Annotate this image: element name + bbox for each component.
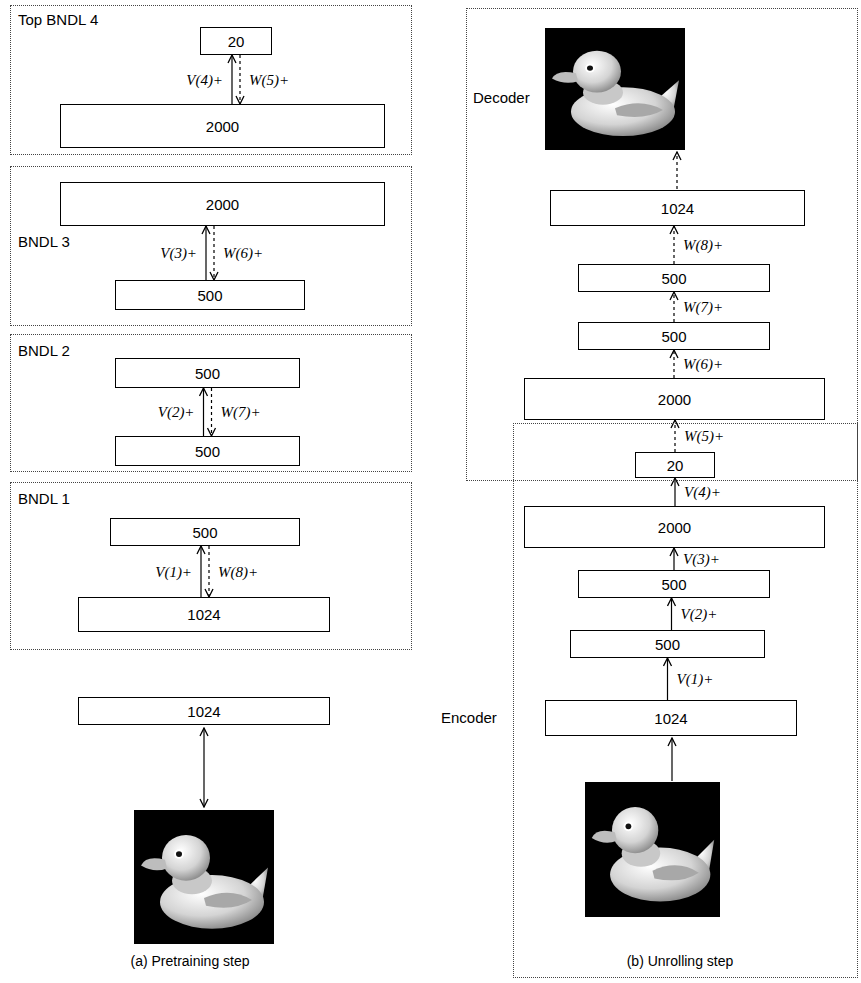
decode-arrow (211, 388, 212, 436)
layer-size: 20 (228, 33, 245, 50)
layer-box: 2000 (60, 182, 385, 226)
layer-size: 1024 (654, 710, 687, 727)
weight-label: V(4)+ (186, 72, 223, 88)
decode-arrow (674, 420, 675, 452)
layer-size: 500 (661, 576, 686, 593)
weight-label: V(1)+ (155, 564, 192, 580)
group-label: Encoder (441, 709, 497, 726)
decode-arrow (673, 292, 674, 322)
layer-box: 2000 (524, 378, 825, 420)
group-label: BNDL 2 (18, 342, 70, 359)
group-region: BNDL 1 500 1024 (10, 482, 412, 650)
weight-label: W(6)+ (683, 356, 723, 372)
decode-arrow (673, 226, 674, 264)
encode-arrow (205, 226, 206, 280)
weight-label: V(3)+ (160, 245, 197, 261)
weight-label: W(7)+ (221, 404, 261, 420)
weight-label: V(4)+ (684, 484, 721, 500)
encode-arrow (673, 548, 674, 570)
decode-arrow (239, 55, 240, 104)
layer-size: 500 (192, 524, 217, 541)
group-label: Top BNDL 4 (18, 11, 98, 28)
group-region: BNDL 3 2000 500 (10, 166, 412, 326)
output-arrow (676, 152, 677, 189)
weight-label: W(7)+ (683, 299, 723, 315)
layer-size: 1024 (661, 200, 694, 217)
group-region: Encoder2020005005001024 (513, 423, 858, 978)
layer-box: 500 (115, 436, 300, 466)
duck-image (134, 810, 274, 944)
input-arrow (203, 728, 204, 807)
decode-arrow (673, 350, 674, 378)
panel-caption: (a) Pretraining step (130, 953, 249, 969)
weight-label: W(8)+ (218, 564, 258, 580)
layer-box: 500 (578, 570, 770, 598)
layer-size: 2000 (658, 391, 691, 408)
weight-label: W(8)+ (683, 237, 723, 253)
encode-arrow (667, 658, 668, 700)
layer-box: 2000 (60, 104, 385, 148)
layer-size: 2000 (206, 118, 239, 135)
duck-image (585, 782, 720, 917)
weight-label: V(1)+ (677, 671, 714, 687)
layer-box: 500 (115, 280, 305, 310)
layer-box: 500 (578, 264, 770, 292)
layer-size: 500 (661, 270, 686, 287)
layer-box: 500 (110, 518, 300, 546)
layer-size: 20 (667, 457, 684, 474)
layer-box: 1024 (545, 700, 797, 736)
weight-label: W(6)+ (223, 245, 263, 261)
encode-arrow (231, 55, 232, 104)
weight-label: W(5)+ (249, 72, 289, 88)
layer-box: 500 (578, 322, 770, 350)
layer-box: 20 (200, 27, 272, 55)
weight-label: V(2)+ (681, 606, 718, 622)
layer-box: 1024 (78, 597, 330, 632)
weight-label: V(3)+ (683, 551, 720, 567)
layer-size: 500 (197, 287, 222, 304)
group-label: Decoder (473, 89, 530, 106)
layer-box: 1024 (78, 697, 330, 725)
decode-arrow (213, 226, 214, 280)
layer-box: 500 (570, 630, 765, 658)
layer-size: 1024 (187, 703, 220, 720)
encode-arrow (674, 478, 675, 506)
layer-size: 1024 (187, 606, 220, 623)
encode-arrow (203, 388, 204, 436)
panel-caption: (b) Unrolling step (627, 953, 734, 969)
layer-size: 500 (195, 365, 220, 382)
encode-arrow (671, 598, 672, 630)
layer-box: 20 (635, 452, 715, 478)
layer-box: 1024 (550, 190, 805, 226)
group-label: BNDL 3 (18, 233, 70, 250)
layer-size: 500 (195, 443, 220, 460)
group-region: BNDL 2 500 500 (10, 334, 412, 472)
layer-size: 500 (661, 328, 686, 345)
input-arrow (671, 738, 672, 781)
group-label: BNDL 1 (18, 490, 70, 507)
encode-arrow (200, 546, 201, 597)
layer-size: 500 (655, 636, 680, 653)
layer-box: 2000 (524, 506, 825, 548)
layer-size: 2000 (658, 519, 691, 536)
duck-image (545, 28, 685, 150)
weight-label: V(2)+ (158, 404, 195, 420)
group-region: Decoder 1024 500 500 2000 (466, 8, 858, 481)
layer-box: 500 (115, 358, 300, 388)
weight-label: W(5)+ (684, 428, 724, 444)
layer-size: 2000 (206, 196, 239, 213)
decode-arrow (208, 546, 209, 597)
